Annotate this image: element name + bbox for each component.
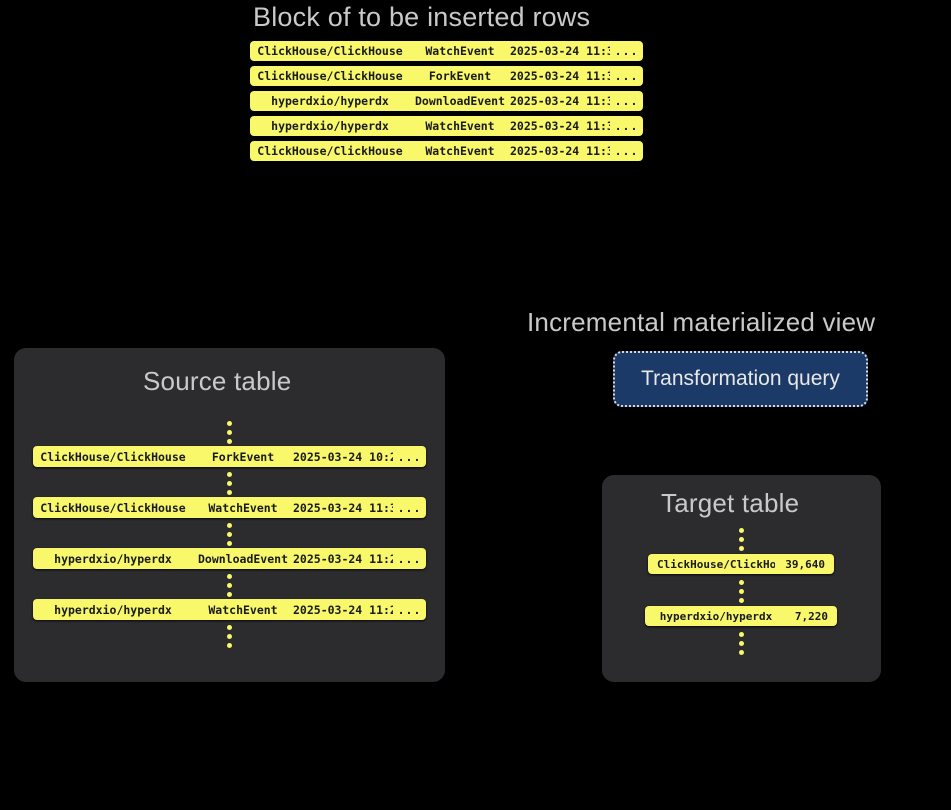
block-row-event: ForkEvent [428,69,492,83]
block-row: hyperdxio/hyperdx DownloadEvent 2025-03-… [250,91,643,111]
source-row-event: WatchEvent [208,500,278,515]
block-row-more: ... [614,119,639,133]
block-row-repo: ClickHouse/ClickHouse [257,69,403,83]
block-row-more: ... [614,94,639,108]
block-row-repo: ClickHouse/ClickHouse [257,44,403,58]
transformation-query-button[interactable]: Transformation query [613,351,868,407]
source-ellipsis-icon [227,421,232,444]
block-row-repo: hyperdxio/hyperdx [271,119,389,133]
target-row-count: 39,640 [785,557,825,571]
block-row-time: 2025-03-24 11:35:52 [510,119,610,133]
source-ellipsis-icon [227,472,232,495]
block-row-time: 2025-03-24 11:35:44 [510,69,610,83]
source-row-event: WatchEvent [208,602,278,617]
source-ellipsis-icon [227,523,232,546]
block-row-event: WatchEvent [425,144,495,158]
source-table-row: hyperdxio/hyperdx WatchEvent 2025-03-24 … [33,599,426,620]
materialized-view-title: Incremental materialized view [527,307,876,337]
target-ellipsis-icon [739,632,744,655]
block-row-time: 2025-03-24 11:35:54 [510,144,610,158]
source-row-repo: hyperdxio/hyperdx [54,602,172,617]
source-row-time: 2025-03-24 11:32:54 [293,500,393,515]
target-table-panel [602,475,881,682]
source-row-repo: hyperdxio/hyperdx [54,551,172,566]
source-row-repo: ClickHouse/ClickHouse [40,449,186,464]
target-ellipsis-icon [739,528,744,551]
block-row-time: 2025-03-24 11:35:48 [510,94,610,108]
source-row-event: DownloadEvent [197,551,288,566]
source-row-time: 2025-03-24 11:20:12 [293,551,393,566]
target-row-repo: ClickHouse/ClickHouse [657,557,775,571]
block-row-more: ... [614,69,639,83]
target-row-repo: hyperdxio/hyperdx [659,609,773,623]
block-row: hyperdxio/hyperdx WatchEvent 2025-03-24 … [250,116,643,136]
target-row-count: 7,220 [794,609,828,623]
target-ellipsis-icon [739,580,744,603]
block-row: ClickHouse/ClickHouse WatchEvent 2025-03… [250,41,643,61]
source-row-more: ... [397,551,422,566]
block-row-event: WatchEvent [425,119,495,133]
block-row-more: ... [614,144,639,158]
source-row-repo: ClickHouse/ClickHouse [40,500,186,515]
target-table-row: ClickHouse/ClickHouse 39,640 [648,554,834,574]
source-row-more: ... [397,602,422,617]
transformation-query-label: Transformation query [641,367,840,390]
block-row-event: DownloadEvent [414,94,505,108]
block-row: ClickHouse/ClickHouse WatchEvent 2025-03… [250,141,643,161]
source-table-row: hyperdxio/hyperdx DownloadEvent 2025-03-… [33,548,426,569]
source-table-title: Source table [143,366,292,396]
source-row-more: ... [397,449,422,464]
block-row-repo: hyperdxio/hyperdx [271,94,389,108]
block-row-time: 2025-03-24 11:35:40 [510,44,610,58]
source-ellipsis-icon [227,574,232,597]
block-row: ClickHouse/ClickHouse ForkEvent 2025-03-… [250,66,643,86]
block-row-event: WatchEvent [425,44,495,58]
block-title: Block of to be inserted rows [253,2,591,32]
source-row-event: ForkEvent [211,449,275,464]
target-table-title: Target table [661,488,800,518]
source-table-row: ClickHouse/ClickHouse WatchEvent 2025-03… [33,497,426,518]
block-row-more: ... [614,44,639,58]
source-ellipsis-icon [227,625,232,648]
source-row-time: 2025-03-24 10:25:00 [293,449,393,464]
target-table-row: hyperdxio/hyperdx 7,220 [645,606,837,626]
block-row-repo: ClickHouse/ClickHouse [257,144,403,158]
source-row-more: ... [397,500,422,515]
source-table-row: ClickHouse/ClickHouse ForkEvent 2025-03-… [33,446,426,467]
source-row-time: 2025-03-24 11:28:32 [293,602,393,617]
